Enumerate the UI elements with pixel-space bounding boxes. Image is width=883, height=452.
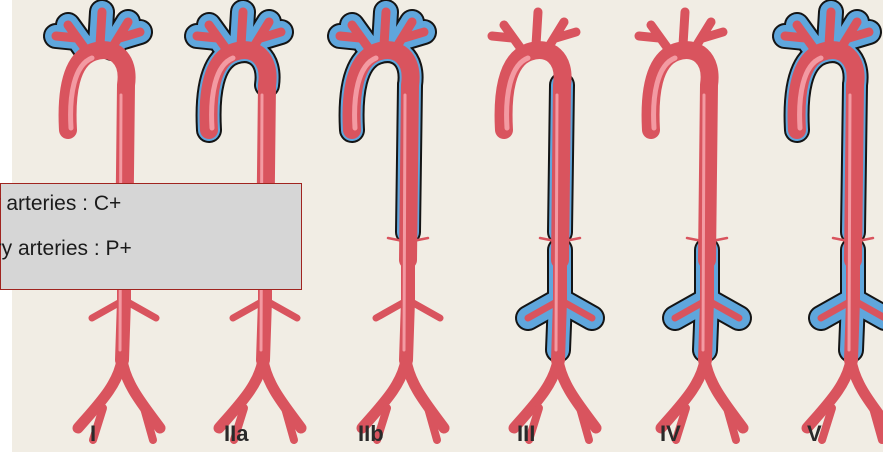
aorta-highlight — [556, 95, 557, 350]
iliac-artery-right — [122, 360, 160, 428]
iliac-artery-right — [705, 360, 743, 428]
arch-branch — [536, 12, 538, 45]
arch-branch — [241, 12, 243, 45]
iliac-artery-right — [406, 360, 444, 428]
aorta-type-iii: III — [492, 12, 596, 446]
aorta-highlight — [849, 95, 850, 350]
abdominal-aorta — [406, 255, 408, 360]
aorta-type-v: V — [785, 12, 883, 446]
type-label-iia: IIa — [224, 421, 249, 446]
type-label-iib: IIb — [358, 421, 384, 446]
abdominal-aorta — [851, 255, 853, 360]
type-label-i: I — [90, 421, 96, 446]
arch-branch — [100, 12, 102, 45]
type-label-v: V — [807, 421, 822, 446]
abdominal-aorta — [705, 255, 707, 360]
arch-branch — [492, 25, 522, 50]
type-label-iii: III — [517, 421, 535, 446]
arch-branch — [384, 12, 386, 45]
type-label-iv: IV — [660, 421, 681, 446]
legend-line-coronary: ry arteries : C+ — [0, 192, 121, 216]
legend-box: ry arteries : C+ ary arteries : P+ — [0, 183, 302, 290]
arch-branch — [683, 12, 685, 45]
aorta-highlight — [703, 95, 704, 350]
arch-branch — [639, 25, 669, 50]
iliac-artery-right — [263, 360, 301, 428]
iliac-artery-right — [558, 360, 596, 428]
legend-line-pulmonary: ary arteries : P+ — [0, 237, 132, 261]
aorta-highlight — [404, 95, 405, 350]
aorta-type-iv: IV — [639, 12, 743, 446]
aorta-type-iib: IIb — [340, 12, 444, 446]
abdominal-aorta — [558, 255, 560, 360]
arch-branch — [829, 12, 831, 45]
